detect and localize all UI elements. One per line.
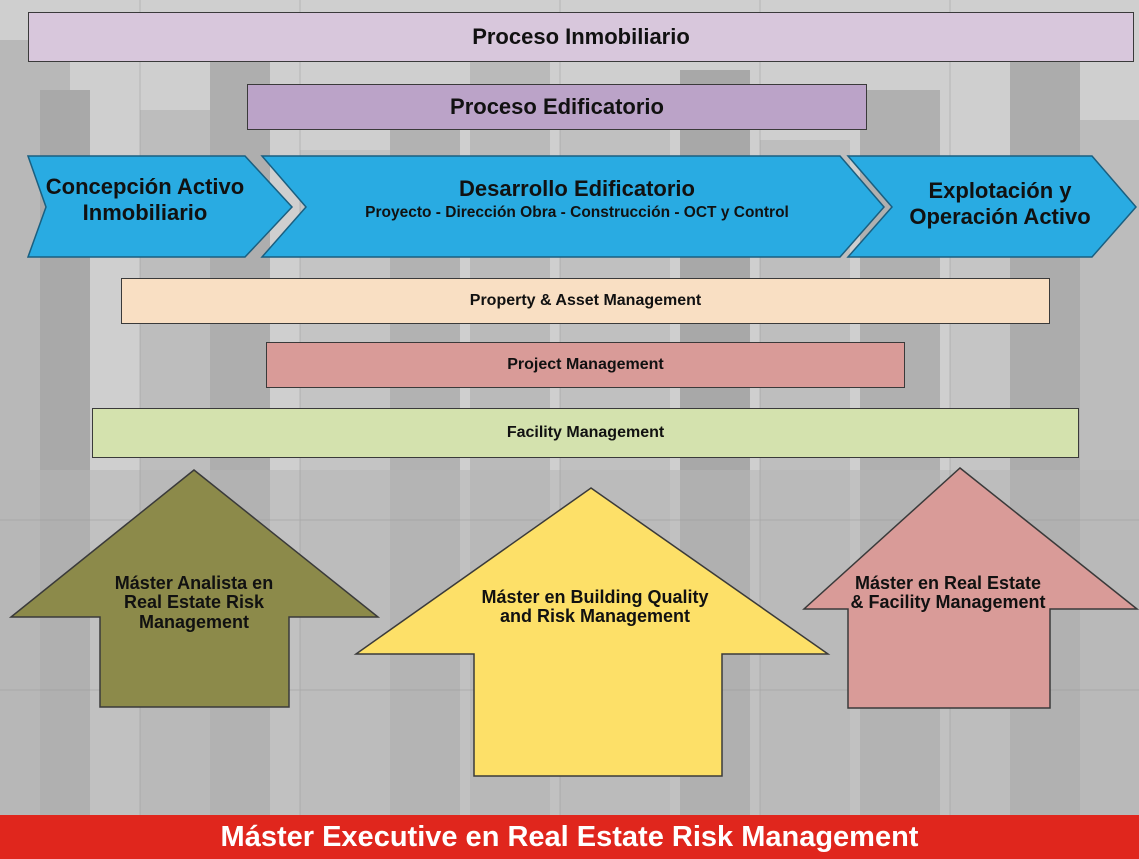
stage-desarrollo-title: Desarrollo Edificatorio <box>459 176 695 201</box>
master-real-estate-facility-label: Máster en Real Estate & Facility Managem… <box>850 573 1046 613</box>
property-asset-management-label: Property & Asset Management <box>469 292 702 309</box>
stage-concepcion-shape <box>26 155 294 258</box>
stage-explotacion-shape <box>846 155 1137 258</box>
proceso-inmobiliario-bar: Proceso Inmobiliario <box>28 12 1134 62</box>
proceso-edificatorio-bar: Proceso Edificatorio <box>247 84 867 130</box>
facility-management-bar: Facility Management <box>92 408 1079 458</box>
master-executive-label: Máster Executive en Real Estate Risk Man… <box>220 820 919 853</box>
stage-desarrollo-group: Desarrollo Edificatorio Proyecto - Direc… <box>288 176 866 223</box>
stage-concepcion-label: Concepción Activo Inmobiliario <box>45 174 245 226</box>
master-analista-label: Máster Analista en Real Estate Risk Mana… <box>114 573 274 632</box>
facility-management-label: Facility Management <box>506 424 665 441</box>
stage-desarrollo-subtitle: Proyecto - Dirección Obra - Construcción… <box>365 204 789 222</box>
property-asset-management-bar: Property & Asset Management <box>121 278 1050 324</box>
stage-chevrons <box>26 155 1137 258</box>
project-management-label: Project Management <box>507 356 664 373</box>
proceso-edificatorio-label: Proceso Edificatorio <box>450 94 664 119</box>
proceso-inmobiliario-label: Proceso Inmobiliario <box>472 24 690 49</box>
project-management-bar: Project Management <box>266 342 905 388</box>
master-executive-banner: Máster Executive en Real Estate Risk Man… <box>0 815 1139 859</box>
master-building-quality-label: Máster en Building Quality and Risk Mana… <box>481 587 709 627</box>
stage-explotacion-label: Explotación y Operación Activo <box>909 178 1091 230</box>
stage-desarrollo-shape <box>260 155 885 258</box>
